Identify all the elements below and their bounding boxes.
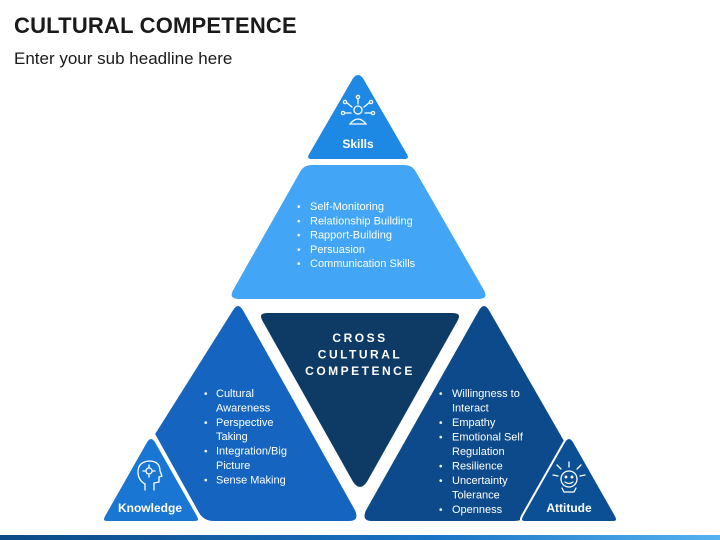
bullet: • bbox=[297, 231, 301, 242]
list-item: Regulation bbox=[452, 446, 505, 458]
skills-label: Skills bbox=[342, 137, 374, 151]
list-item: Uncertainty bbox=[452, 475, 508, 487]
list-item: Self-Monitoring bbox=[310, 201, 384, 213]
attitude-label: Attitude bbox=[546, 501, 592, 515]
bullet: • bbox=[204, 447, 208, 458]
bullet: • bbox=[204, 475, 208, 486]
knowledge-label: Knowledge bbox=[118, 501, 182, 515]
list-item: Sense Making bbox=[216, 474, 286, 486]
person-network-icon bbox=[340, 94, 376, 125]
attitude-triangle bbox=[520, 437, 618, 523]
list-item: Willingness to bbox=[452, 388, 520, 400]
list-item: Empathy bbox=[452, 417, 496, 429]
center-label: CROSS CULTURAL COMPETENCE bbox=[305, 331, 415, 378]
list-item: Openness bbox=[452, 504, 503, 516]
list-item: Integration/Big bbox=[216, 446, 287, 458]
bullet: • bbox=[439, 389, 443, 400]
bullet: • bbox=[297, 216, 301, 227]
attitude-list: • Willingness to Interact • Empathy • Emotiona… bbox=[439, 388, 524, 516]
list-item: Awareness bbox=[216, 402, 271, 414]
bullet: • bbox=[297, 245, 301, 256]
page-title: CULTURAL COMPETENCE bbox=[14, 13, 297, 38]
bullet: • bbox=[439, 462, 443, 473]
knowledge-triangle bbox=[102, 437, 200, 523]
skills-list: • Self-Monitoring • Relationship Building • R… bbox=[297, 201, 416, 270]
bullet: • bbox=[297, 259, 301, 270]
emotions-face-icon bbox=[552, 461, 586, 493]
list-item: Cultural bbox=[216, 388, 254, 400]
bottom-accent-bar bbox=[0, 535, 720, 540]
bullet: • bbox=[439, 418, 443, 429]
bullet: • bbox=[439, 476, 443, 487]
skills-triangle bbox=[306, 73, 410, 161]
list-item: Picture bbox=[216, 460, 250, 472]
list-item: Persuasion bbox=[310, 244, 365, 256]
center-label-line: COMPETENCE bbox=[305, 364, 415, 378]
brain-head-icon bbox=[137, 460, 163, 491]
bullet: • bbox=[439, 433, 443, 444]
bullet: • bbox=[439, 505, 443, 516]
list-item: Relationship Building bbox=[310, 215, 413, 227]
list-item: Tolerance bbox=[452, 490, 500, 502]
center-label-line: CULTURAL bbox=[318, 348, 402, 362]
center-label-line: CROSS bbox=[332, 331, 387, 345]
list-item: Taking bbox=[216, 431, 248, 443]
skills-list-triangle bbox=[229, 163, 488, 301]
bullet: • bbox=[204, 418, 208, 429]
page-subtitle: Enter your sub headline here bbox=[14, 49, 233, 68]
list-item: Interact bbox=[452, 403, 489, 415]
list-item: Rapport-Building bbox=[310, 230, 392, 242]
list-item: Emotional Self bbox=[452, 432, 524, 444]
bullet: • bbox=[297, 202, 301, 213]
list-item: Communication Skills bbox=[310, 258, 416, 270]
knowledge-list-triangle bbox=[152, 304, 359, 523]
list-item: Perspective bbox=[216, 417, 273, 429]
bullet: • bbox=[204, 389, 208, 400]
list-item: Resilience bbox=[452, 461, 503, 473]
center-triangle bbox=[259, 311, 461, 489]
